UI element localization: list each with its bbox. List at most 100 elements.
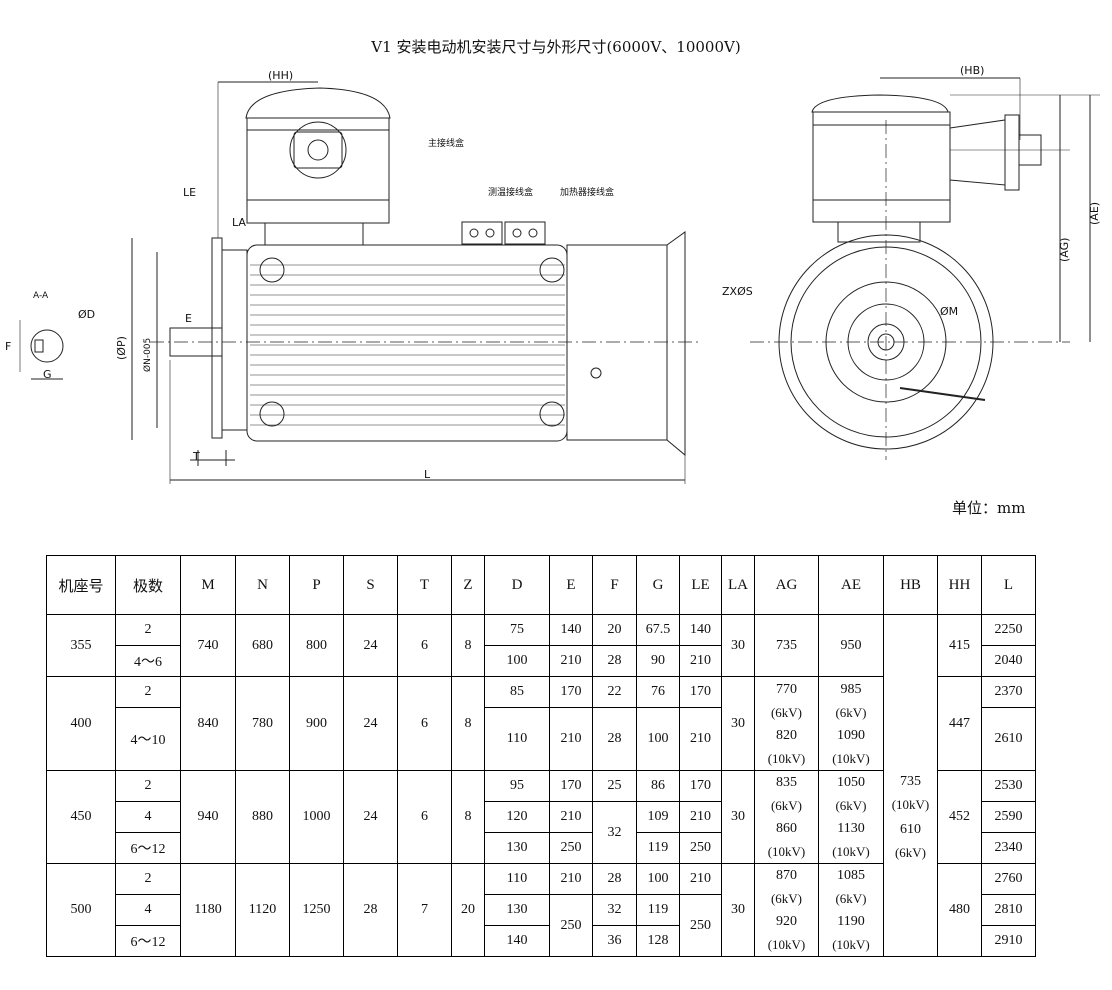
t-cell: 7 xyxy=(397,863,452,957)
z-cell: 8 xyxy=(451,614,485,677)
t-cell: 6 xyxy=(397,676,452,771)
n-cell: 780 xyxy=(235,676,290,771)
p-cell: 800 xyxy=(289,614,344,677)
header-cell: LA xyxy=(721,555,755,615)
d-cell: 110 xyxy=(484,863,550,895)
s-cell: 28 xyxy=(343,863,398,957)
label-hb: (HB) xyxy=(960,64,984,77)
d-cell: 85 xyxy=(484,676,550,708)
m-cell: 740 xyxy=(180,614,236,677)
ag-cell: 835 (6kV) 860 (10kV) xyxy=(754,770,819,864)
l-cell: 2760 xyxy=(981,863,1036,895)
ag-cell: 735 xyxy=(754,614,819,677)
poles-cell: 6～12 xyxy=(115,832,181,864)
n-cell: 680 xyxy=(235,614,290,677)
end-view xyxy=(750,77,1100,460)
hh-cell: 452 xyxy=(937,770,982,864)
header-cell: LE xyxy=(679,555,722,615)
la-cell: 30 xyxy=(721,770,755,864)
header-cell: D xyxy=(484,555,550,615)
label-f: F xyxy=(5,340,11,353)
t-cell: 6 xyxy=(397,614,452,677)
header-cell: S xyxy=(343,555,398,615)
label-le: LE xyxy=(183,186,196,199)
side-view xyxy=(131,81,700,484)
m-cell: 940 xyxy=(180,770,236,864)
n-cell: 1120 xyxy=(235,863,290,957)
s-cell: 24 xyxy=(343,676,398,771)
ae-cell: 1085 (6kV) 1190 (10kV) xyxy=(818,863,884,957)
ae-note-10kv: (10kV) xyxy=(832,750,870,766)
hb-note-6kv: (6kV) xyxy=(894,844,927,860)
d-cell: 130 xyxy=(484,894,550,926)
label-hh: (HH) xyxy=(268,69,293,82)
ae-note-10kv: (10kV) xyxy=(832,937,870,952)
table-row: 500 2 1180 1120 1250 28 7 20 110 210 28 … xyxy=(46,774,1036,957)
header-cell: T xyxy=(397,555,452,615)
ag-value-6kv: 770 xyxy=(776,681,797,697)
ae-value-6kv: 1085 xyxy=(837,868,865,883)
table-row: 4 120 210 32 109 210 2590 xyxy=(47,801,1036,864)
header-cell: AG xyxy=(754,555,819,615)
poles-cell: 2 xyxy=(115,676,181,708)
ag-cell: 870 (6kV) 920 (10kV) xyxy=(754,863,819,957)
d-cell: 130 xyxy=(484,832,550,864)
ae-value-6kv: 985 xyxy=(840,681,862,697)
p-cell: 1000 xyxy=(289,770,344,864)
label-sensor-box: 测温接线盒 xyxy=(488,186,533,198)
d-cell: 120 xyxy=(484,801,550,833)
header-cell: 机座号 xyxy=(46,555,116,615)
table-row: 4～6 100 210 28 90 210 2040 xyxy=(47,645,1036,677)
p-cell: 900 xyxy=(289,676,344,771)
g-cell: 119 xyxy=(636,894,680,926)
motor-outline-drawing: (HH) (HB) LE LA A-A ØD F G E T L (ØP) ØN… xyxy=(5,64,1101,484)
ag-note-10kv: (10kV) xyxy=(767,844,806,859)
d-cell: 140 xyxy=(484,925,550,957)
header-cell: M xyxy=(180,555,236,615)
shaft-section-a-a xyxy=(19,320,64,380)
e-cell: 210 xyxy=(549,645,593,677)
g-cell: 86 xyxy=(636,770,680,802)
e-cell: 250 xyxy=(549,832,593,864)
le-cell: 170 xyxy=(679,770,722,802)
g-cell: 119 xyxy=(636,832,680,864)
ag-note-6kv: (6kV) xyxy=(770,704,803,720)
ag-note-6kv: (6kV) xyxy=(770,798,803,813)
g-cell: 100 xyxy=(636,863,680,895)
header-cell: 极数 xyxy=(115,555,181,615)
f-cell: 28 xyxy=(592,645,637,677)
poles-cell: 4 xyxy=(115,894,181,926)
ae-value-10kv: 1190 xyxy=(837,914,865,929)
label-heater-box: 加热器接线盒 xyxy=(560,186,614,198)
f-cell: 28 xyxy=(592,707,637,771)
header-cell: G xyxy=(636,555,680,615)
e-cell: 210 xyxy=(549,801,593,833)
g-cell: 100 xyxy=(636,707,680,771)
table-row: 355 2 740 680 800 24 6 8 75 140 20 67.5 … xyxy=(46,614,1036,677)
label-e: E xyxy=(185,312,192,325)
dimension-table: 机座号 极数 M N P S T Z D E F G LE LA AG AE H… xyxy=(46,555,1036,957)
header-cell: P xyxy=(289,555,344,615)
ae-note-6kv: (6kV) xyxy=(835,704,867,720)
ae-note-10kv: (10kV) xyxy=(832,844,870,859)
z-cell: 8 xyxy=(451,770,485,864)
l-cell: 2370 xyxy=(981,676,1036,708)
header-cell: E xyxy=(549,555,593,615)
label-phi-n: ØN-005 xyxy=(142,338,153,372)
f-cell: 28 xyxy=(592,863,637,895)
header-cell: N xyxy=(235,555,290,615)
poles-cell: 2 xyxy=(115,614,181,646)
frame-cell: 450 xyxy=(46,770,116,864)
frame-cell: 500 xyxy=(46,863,116,957)
l-cell: 2530 xyxy=(981,770,1036,802)
header-cell: Z xyxy=(451,555,485,615)
label-phi-p: (ØP) xyxy=(115,336,128,360)
s-cell: 24 xyxy=(343,614,398,677)
hb-note-10kv: (10kV) xyxy=(891,796,930,812)
ae-note-6kv: (6kV) xyxy=(835,891,867,906)
label-zxs: ZXØS xyxy=(722,285,753,298)
label-ag: (AG) xyxy=(1058,238,1071,262)
hb-cell-top xyxy=(883,614,938,677)
label-main-box: 主接线盒 xyxy=(428,137,464,149)
d-cell: 110 xyxy=(484,707,550,771)
